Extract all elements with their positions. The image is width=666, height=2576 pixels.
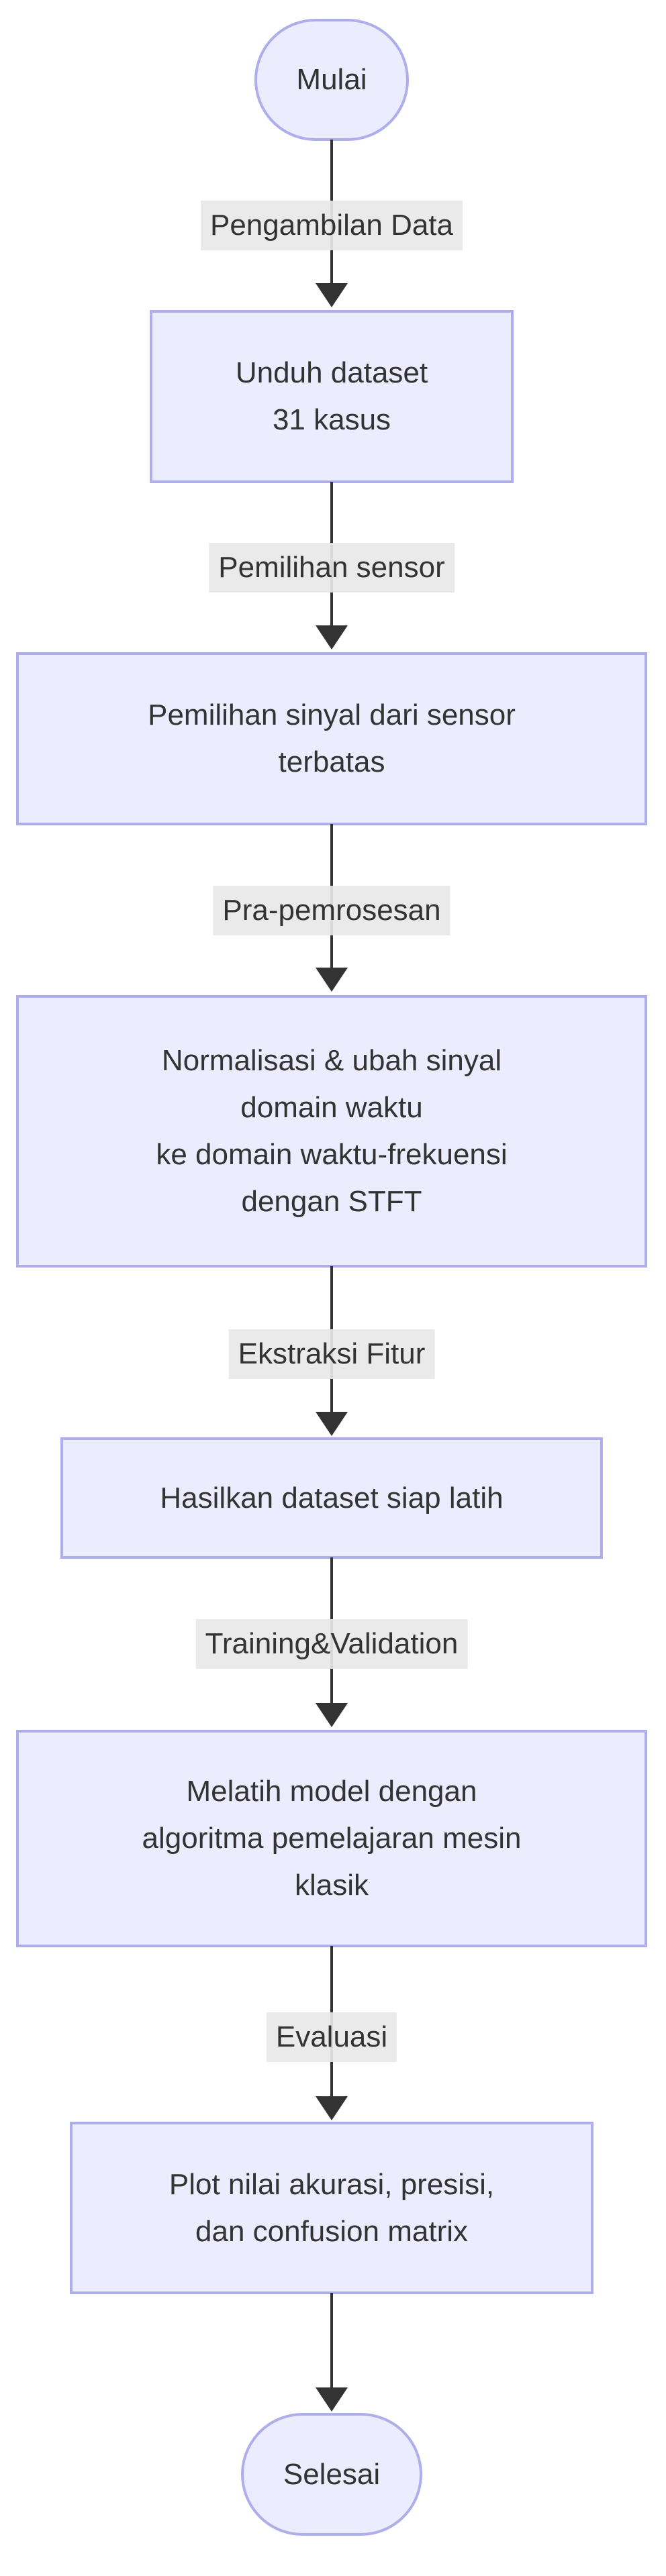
node-label-line: dengan STFT [241,1185,422,1218]
node-label-line: Plot nilai akurasi, presisi, [169,2167,495,2201]
start-node: Mulai [254,19,409,141]
arrowhead-down-icon [316,2096,348,2120]
arrowhead-down-icon [316,625,348,650]
node-label-line: Melatih model dengan [186,1775,477,1808]
node-label-line: dan confusion matrix [195,2214,468,2248]
arrowhead-down-icon [316,1412,348,1436]
arrowhead-down-icon [316,2387,348,2412]
end-node: Selesai [241,2413,422,2536]
process-melatih-model: Melatih model dengan algoritma pemelajar… [16,1730,647,1947]
node-label-line: Hasilkan dataset siap latih [160,1481,504,1514]
process-pemilihan-sinyal: Pemilihan sinyal dari sensor terbatas [16,652,647,825]
process-hasilkan-dataset: Hasilkan dataset siap latih [60,1437,603,1559]
process-plot-evaluasi: Plot nilai akurasi, presisi, dan confusi… [70,2122,593,2294]
node-label-line: klasik [294,1869,369,1902]
edge-label-pemilihan-sensor: Pemilihan sensor [209,543,455,593]
edge-line-7 [330,2293,333,2389]
node-label-line: Selesai [283,2457,381,2491]
node-label-line: algoritma pemelajaran mesin [142,1822,522,1855]
node-label-line: Mulai [296,63,367,96]
edge-label-pra-pemrosesan: Pra-pemrosesan [213,886,450,935]
node-label-line: Unduh dataset [235,356,428,389]
node-label-line: terbatas [278,745,385,778]
process-unduh-dataset: Unduh dataset 31 kasus [150,310,514,483]
edge-label-pengambilan-data: Pengambilan Data [200,201,463,250]
edge-label-training-validation: Training&Validation [195,1619,468,1669]
node-label-line: domain waktu [240,1091,423,1124]
node-label-line: Normalisasi & ubah sinyal [161,1044,502,1077]
process-normalisasi-stft: Normalisasi & ubah sinyal domain waktu k… [16,995,647,1268]
node-label-line: ke domain waktu-frekuensi [156,1138,508,1171]
edge-label-ekstraksi-fitur: Ekstraksi Fitur [228,1329,435,1379]
arrowhead-down-icon [316,283,348,307]
arrowhead-down-icon [316,1703,348,1727]
node-label-line: Pemilihan sinyal dari sensor [148,699,516,731]
node-label-line: 31 kasus [272,403,391,436]
edge-label-evaluasi: Evaluasi [266,2012,397,2062]
arrowhead-down-icon [316,968,348,992]
